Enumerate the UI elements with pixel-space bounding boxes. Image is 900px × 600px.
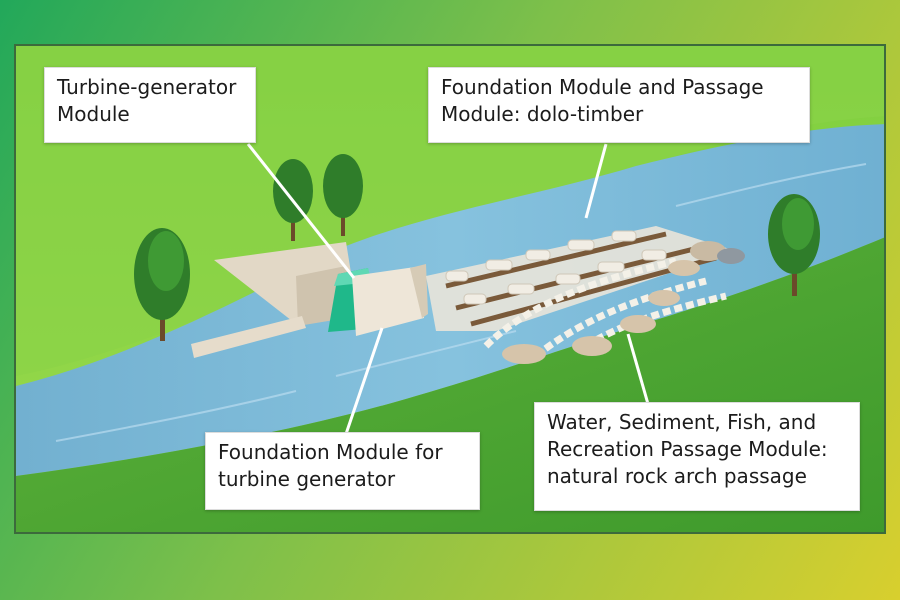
- water-passage-module-label: Water, Sediment, Fish, and Recreation Pa…: [534, 402, 860, 511]
- concrete-ledge: [191, 316, 306, 358]
- water-passage-line-3: natural rock arch passage: [547, 464, 807, 488]
- foundation-turbine-line-1: Foundation Module for: [218, 440, 443, 464]
- water-passage-line-2: Recreation Passage Module:: [547, 437, 828, 461]
- foundation-turbine-module-label: Foundation Module for turbine generator: [205, 432, 480, 510]
- tree-back-1: [273, 159, 313, 241]
- tree-right: [768, 194, 820, 296]
- concrete-pier: [352, 266, 424, 336]
- rock-arch-passage: [483, 241, 745, 364]
- foundation-turbine-line-2: turbine generator: [218, 467, 396, 491]
- tree-left: [134, 228, 190, 341]
- turbine-module-label: Turbine-generator Module: [44, 67, 256, 143]
- concrete-pier-side: [410, 264, 428, 318]
- foundation-passage-line-1: Foundation Module and Passage: [441, 75, 764, 99]
- foundation-passage-module-label: Foundation Module and Passage Module: do…: [428, 67, 810, 143]
- foundation-passage-line-2: Module: dolo-timber: [441, 102, 644, 126]
- leader-lines: [246, 143, 650, 435]
- turbine-module-line-1: Turbine-generator: [57, 75, 237, 99]
- turbine-module-line-2: Module: [57, 102, 130, 126]
- water-passage-line-1: Water, Sediment, Fish, and: [547, 410, 817, 434]
- dolo-timber-weir: [426, 226, 736, 331]
- tree-back-2: [323, 154, 363, 236]
